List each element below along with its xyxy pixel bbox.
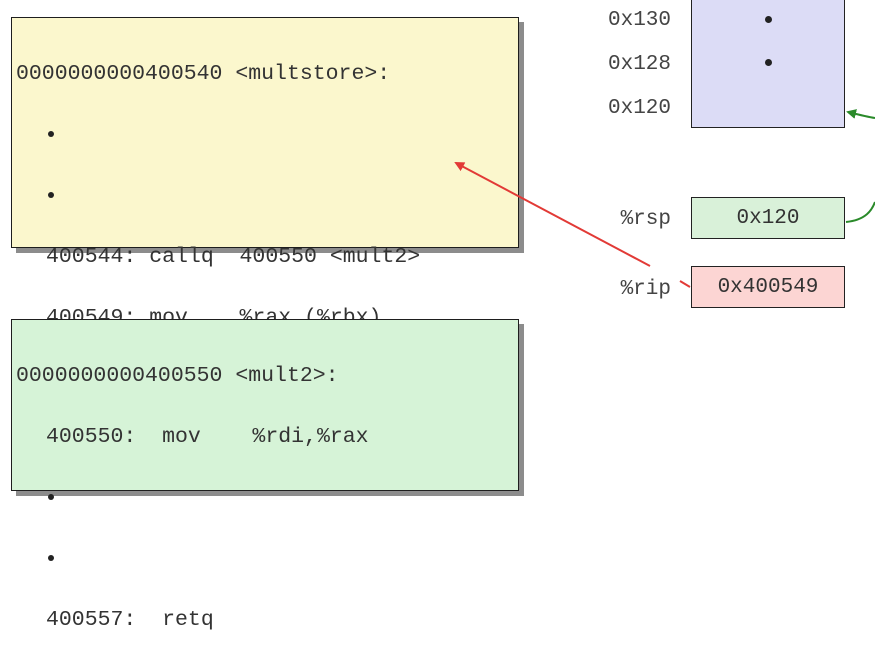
mult2-header: 0000000000400550 <mult2>: bbox=[16, 363, 339, 388]
rsp-value: 0x120 bbox=[736, 206, 800, 230]
rip-register: 0x400549 bbox=[691, 266, 845, 308]
rip-pointer-arrow bbox=[456, 163, 691, 288]
arrows-overlay bbox=[0, 109, 875, 288]
ellipsis-dot bbox=[16, 120, 518, 151]
multstore-header: 0000000000400540 <multstore>: bbox=[16, 61, 391, 86]
multstore-code-block: 0000000000400540 <multstore>: 400544: ca… bbox=[11, 17, 519, 442]
callq-instruction: 400544: callq 400550 <mult2> bbox=[46, 244, 421, 269]
retq-instruction: 400557: retq bbox=[46, 607, 214, 632]
ellipsis-dot bbox=[16, 483, 518, 514]
rsp-pointer-arrow-head bbox=[846, 109, 875, 119]
rip-label: %rip bbox=[620, 278, 671, 301]
ellipsis-dot bbox=[16, 181, 518, 212]
stack-address-0x120: 0x120 bbox=[607, 97, 671, 120]
mov-instruction: 400550: mov %rdi,%rax bbox=[46, 424, 369, 449]
stack-frame bbox=[691, 0, 845, 128]
rip-value: 0x400549 bbox=[717, 275, 819, 299]
rsp-label: %rsp bbox=[620, 208, 671, 231]
stack-address-0x128: 0x128 bbox=[607, 53, 671, 76]
ellipsis-dot bbox=[765, 16, 772, 23]
ellipsis-dot bbox=[765, 59, 772, 66]
ellipsis-dot bbox=[16, 544, 518, 575]
rsp-register: 0x120 bbox=[691, 197, 845, 239]
mult2-code-block: 0000000000400550 <mult2>: 400550: mov %r… bbox=[11, 319, 519, 632]
rsp-pointer-arrow bbox=[845, 201, 875, 223]
stack-address-0x130: 0x130 bbox=[607, 9, 671, 32]
